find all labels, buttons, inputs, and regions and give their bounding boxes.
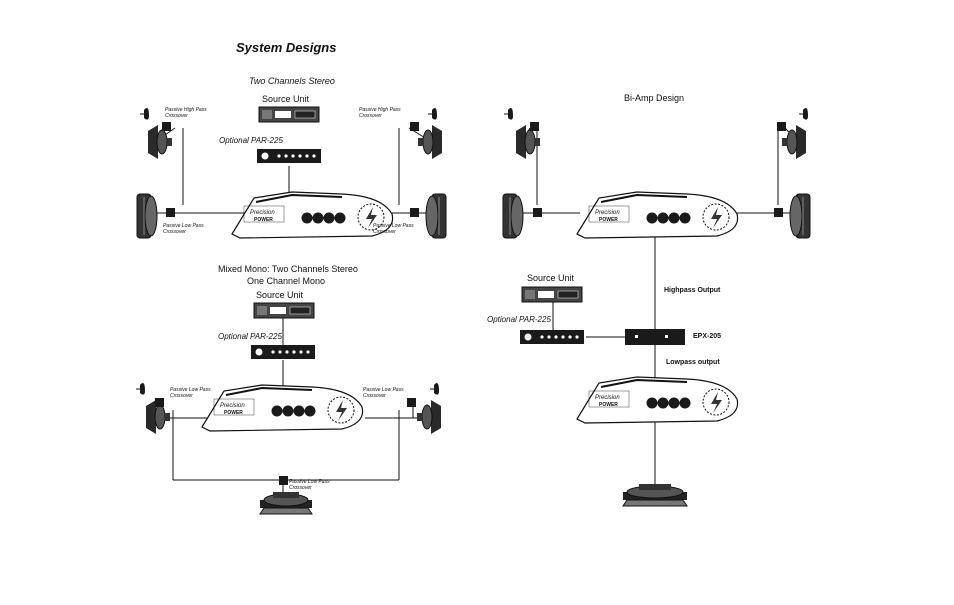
mixed-optional-label: Optional PAR-225 xyxy=(218,332,282,341)
biamp-midrange-right xyxy=(782,125,806,159)
biamp-tweeter-left xyxy=(504,108,513,120)
mixed-lp-right-label: Passive Low Pass Crossover xyxy=(363,387,404,399)
stereo-optional-label: Optional PAR-225 xyxy=(219,136,283,145)
biamp-lp-crossover-left xyxy=(533,208,542,217)
biamp-title: Bi-Amp Design xyxy=(624,93,685,103)
biamp-optional-label: Optional PAR-225 xyxy=(487,315,551,324)
stereo-woofer-left xyxy=(136,193,158,239)
stereo-midrange-right xyxy=(418,125,442,159)
mixed-lp-crossover-left xyxy=(155,398,164,407)
amp-brand: Precision xyxy=(250,210,275,216)
stereo-par225 xyxy=(257,149,321,163)
biamp-lowpass-label: Lowpass output xyxy=(666,359,720,366)
biamp-crossover-left xyxy=(530,122,539,131)
mixed-lp-crossover-right xyxy=(407,398,416,407)
biamp-woofer-right xyxy=(789,193,811,239)
biamp-highpass-label: Highpass Output xyxy=(664,287,721,294)
biamp-epx205 xyxy=(625,329,685,345)
mixed-lp-left-label: Passive Low Pass Crossover xyxy=(170,387,211,399)
stereo-source-unit xyxy=(258,106,320,123)
biamp-epx-label: EPX-205 xyxy=(693,333,722,340)
biamp-woofer-left xyxy=(502,193,524,239)
stereo-source-unit-label: Source Unit xyxy=(262,94,310,104)
mixed-speaker-right xyxy=(417,400,441,434)
stereo-hp-right-label: Passive High Pass Crossover xyxy=(359,107,401,119)
mixed-lp-crossover-bottom xyxy=(279,476,288,485)
mixed-tweeter-left xyxy=(136,383,145,395)
stereo-tweeter-left xyxy=(140,108,149,120)
stereo-hp-left-label: Passive High Pass Crossover xyxy=(165,107,207,119)
stereo-lp-crossover-right xyxy=(410,208,419,217)
amp-brand: Precision xyxy=(220,403,245,409)
mixed-lp-bottom-label: Passive Low Pass Crossover xyxy=(289,479,330,491)
stereo-midrange-left xyxy=(148,125,172,159)
stereo-lp-right-label: Passive Low Pass Crossover xyxy=(373,223,414,235)
biamp-subwoofer xyxy=(622,484,688,507)
stereo-lp-crossover-left xyxy=(166,208,175,217)
stereo-lp-left-label: Passive Low Pass Crossover xyxy=(163,223,204,235)
amp-brand: Precision xyxy=(595,210,620,216)
biamp-source-unit xyxy=(521,286,583,303)
biamp-lp-crossover-right xyxy=(774,208,783,217)
mixed-tweeter-right xyxy=(430,383,439,395)
amp-brand-power: POWER xyxy=(254,217,273,223)
mixed-title-line1: Mixed Mono: Two Channels Stereo xyxy=(218,264,358,274)
biamp-midrange-left xyxy=(516,125,540,159)
stereo-hp-crossover-left xyxy=(162,122,171,131)
stereo-tweeter-right xyxy=(428,108,437,120)
mixed-par225 xyxy=(251,345,315,359)
stereo-woofer-right xyxy=(425,193,447,239)
amp-brand-power: POWER xyxy=(599,217,618,223)
mixed-subwoofer xyxy=(259,492,313,515)
mixed-source-unit-label: Source Unit xyxy=(256,290,304,300)
mixed-source-unit xyxy=(253,302,315,319)
stereo-hp-crossover-right xyxy=(410,122,419,131)
stereo-title: Two Channels Stereo xyxy=(249,76,335,86)
mixed-title-line2: One Channel Mono xyxy=(247,276,326,286)
amp-brand-power: POWER xyxy=(599,402,618,408)
biamp-crossover-right xyxy=(777,122,786,131)
amp-brand: Precision xyxy=(595,395,620,401)
biamp-source-unit-label: Source Unit xyxy=(527,273,575,283)
page-title: System Designs xyxy=(236,40,337,55)
biamp-par225 xyxy=(520,330,584,344)
biamp-tweeter-right xyxy=(799,108,808,120)
amp-brand-power: POWER xyxy=(224,410,243,416)
